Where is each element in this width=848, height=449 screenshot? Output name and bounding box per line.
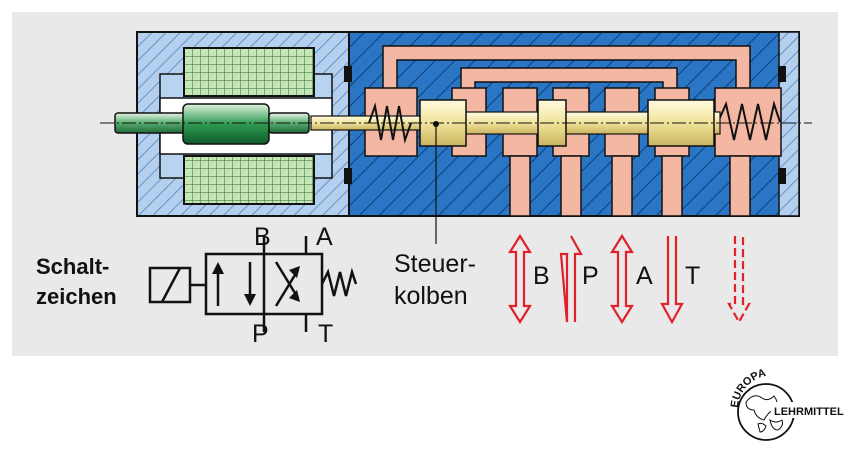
right-spring: [717, 100, 781, 141]
europa-lehrmittel-logo: EUROPA LEHRMITTEL: [729, 367, 844, 441]
symbol-port-a: A: [316, 223, 333, 251]
flow-label-t: T: [685, 262, 700, 290]
flow-label-b: B: [533, 262, 550, 290]
flow-arrow-drain: [727, 236, 751, 325]
symbol-port-t: T: [318, 320, 333, 348]
schaltzeichen-label-line2: zeichen: [36, 284, 117, 309]
flow-arrow-a: [610, 233, 634, 325]
schaltzeichen-label-line1: Schalt-: [36, 254, 109, 279]
logo-side-text: LEHRMITTEL: [774, 406, 844, 418]
steuerkolben-label-line1: Steuer-: [394, 250, 476, 278]
solenoid-coil: [183, 47, 315, 205]
valve-symbol-arrowheads: [212, 262, 300, 306]
flow-arrow-p: [559, 235, 583, 323]
steuerkolben-label-line2: kolben: [394, 282, 468, 310]
symbol-port-b: B: [254, 223, 271, 251]
flow-label-p: P: [582, 262, 599, 290]
spool-leader-dot: [433, 121, 439, 127]
flow-arrow-t: [660, 236, 684, 325]
symbol-port-p: P: [252, 320, 269, 348]
flow-arrow-b: [508, 233, 532, 325]
flow-label-a: A: [636, 262, 653, 290]
valve-symbol: [148, 236, 358, 332]
